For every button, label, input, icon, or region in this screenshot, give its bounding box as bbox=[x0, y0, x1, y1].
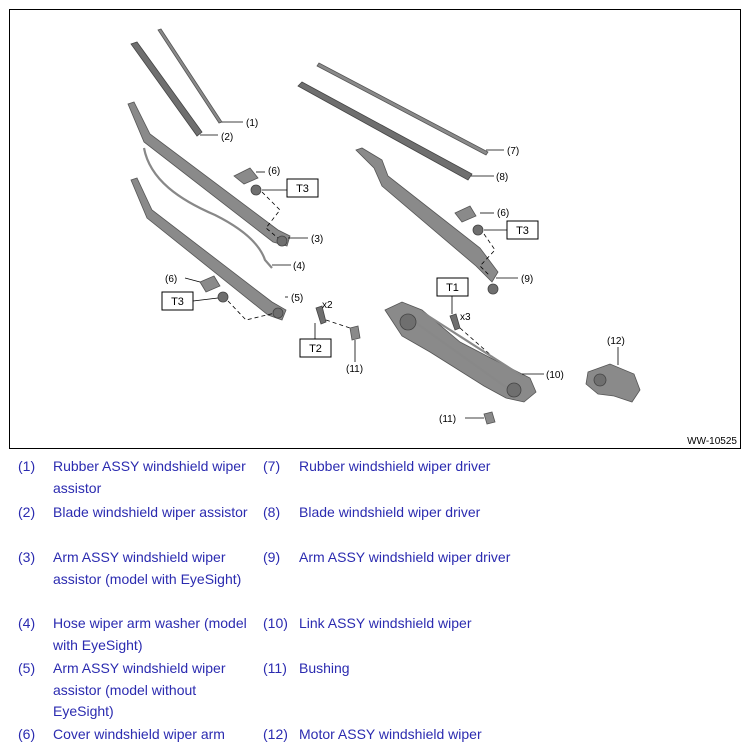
legend-num: (2) bbox=[18, 504, 36, 520]
legend-num: (1) bbox=[18, 458, 36, 474]
torque-label-t1: T1 bbox=[446, 282, 459, 294]
legend-item-12: (12) Motor ASSY windshield wiper bbox=[263, 724, 523, 746]
blade-driver-part bbox=[297, 81, 473, 181]
callout-6b: (6) bbox=[165, 274, 177, 285]
callout-12: (12) bbox=[607, 336, 625, 347]
legend-num: (4) bbox=[18, 615, 36, 631]
diagram-drawing: (1) (2) (3) (4) (5) (6) T3 (6) T3 bbox=[127, 28, 641, 425]
rubber-driver-part bbox=[316, 62, 489, 156]
bolt-t1 bbox=[449, 313, 461, 331]
legend-item-11: (11) Bushing bbox=[263, 658, 523, 724]
callout-2: (2) bbox=[221, 132, 233, 143]
legend-item-5: (5) Arm ASSY windshield wiper assistor (… bbox=[18, 658, 258, 724]
legend-item-8: (8) Blade windshield wiper driver bbox=[263, 502, 523, 547]
legend-text: Rubber ASSY windshield wiper assistor bbox=[53, 458, 246, 496]
callout-10: (10) bbox=[546, 370, 564, 381]
legend-num: (7) bbox=[263, 458, 281, 474]
torque-label-t3-a: T3 bbox=[296, 183, 309, 195]
legend-item-7: (7) Rubber windshield wiper driver bbox=[263, 456, 523, 502]
torque-box-t1 bbox=[436, 277, 469, 297]
callout-11b: (11) bbox=[439, 414, 456, 425]
legend-column-right: (7) Rubber windshield wiper driver (8) B… bbox=[263, 456, 523, 746]
legend-item-1: (1) Rubber ASSY windshield wiper assisto… bbox=[18, 456, 258, 502]
legend-num: (5) bbox=[18, 660, 36, 676]
motor-assy-part bbox=[585, 363, 641, 403]
legend-text: Motor ASSY windshield wiper bbox=[299, 726, 482, 742]
torque-box-t3-a bbox=[286, 178, 319, 198]
legend-text: Bushing bbox=[299, 660, 350, 676]
callout-4: (4) bbox=[293, 261, 305, 272]
nut-t3-a bbox=[250, 184, 262, 196]
legend-item-3: (3) Arm ASSY windshield wiper assistor (… bbox=[18, 547, 258, 613]
callout-11a: (11) bbox=[346, 364, 363, 375]
callout-5: (5) bbox=[291, 293, 303, 304]
callout-3: (3) bbox=[311, 234, 323, 245]
legend-text: Blade windshield wiper assistor bbox=[53, 504, 248, 520]
callout-6c: (6) bbox=[497, 208, 509, 219]
legend-num: (9) bbox=[263, 549, 281, 565]
torque-box-t2 bbox=[299, 338, 332, 358]
legend-num: (11) bbox=[263, 660, 287, 676]
legend-text: Hose wiper arm washer (model with EyeSig… bbox=[53, 615, 247, 653]
legend-item-10: (10) Link ASSY windshield wiper bbox=[263, 613, 523, 658]
legend-item-4: (4) Hose wiper arm washer (model with Ey… bbox=[18, 613, 258, 658]
callout-1: (1) bbox=[246, 118, 258, 129]
rubber-assistor-part bbox=[157, 28, 223, 124]
hose-washer-part bbox=[142, 147, 273, 269]
arm-assistor-eyesight-part bbox=[127, 101, 291, 247]
blade-assistor-part bbox=[130, 41, 203, 137]
bushing-part-a bbox=[349, 325, 361, 341]
legend-item-9: (9) Arm ASSY windshield wiper driver bbox=[263, 547, 523, 613]
torque-label-t3-c: T3 bbox=[516, 225, 529, 237]
legend-text: Rubber windshield wiper driver bbox=[299, 458, 491, 474]
bolt-t2 bbox=[315, 305, 327, 325]
legend-text: Arm ASSY windshield wiper driver bbox=[299, 549, 511, 565]
legend-column-left: (1) Rubber ASSY windshield wiper assisto… bbox=[18, 456, 258, 746]
legend-item-6: (6) Cover windshield wiper arm bbox=[18, 724, 258, 746]
torque-label-t3-b: T3 bbox=[171, 296, 184, 308]
qty-x3: x3 bbox=[460, 312, 471, 323]
exploded-diagram: (1) (2) (3) (4) (5) (6) T3 (6) T3 bbox=[9, 9, 741, 449]
legend-text: Arm ASSY windshield wiper assistor (mode… bbox=[53, 660, 226, 719]
legend-num: (3) bbox=[18, 549, 36, 565]
callout-7: (7) bbox=[507, 146, 519, 157]
cover-arm-part-a bbox=[233, 167, 259, 185]
cover-arm-part-b bbox=[199, 275, 221, 293]
nut-t3-c bbox=[472, 224, 484, 236]
legend-text: Arm ASSY windshield wiper assistor (mode… bbox=[53, 549, 242, 587]
callout-6a: (6) bbox=[268, 166, 280, 177]
legend-num: (10) bbox=[263, 615, 288, 631]
qty-x2: x2 bbox=[322, 300, 333, 311]
cover-arm-part-c bbox=[454, 205, 477, 223]
callout-8: (8) bbox=[496, 172, 508, 183]
legend-text: Link ASSY windshield wiper bbox=[299, 615, 472, 631]
arm-assistor-no-eyesight-part bbox=[130, 177, 287, 321]
torque-label-t2: T2 bbox=[309, 343, 322, 355]
legend-num: (6) bbox=[18, 726, 36, 742]
legend-num: (12) bbox=[263, 726, 288, 742]
callout-9: (9) bbox=[521, 274, 533, 285]
bushing-part-b bbox=[483, 411, 496, 425]
legend-num: (8) bbox=[263, 504, 281, 520]
legend-item-2: (2) Blade windshield wiper assistor bbox=[18, 502, 258, 547]
legend-text: Cover windshield wiper arm bbox=[53, 726, 225, 742]
figure-id: WW-10525 bbox=[687, 436, 737, 447]
legend-text: Blade windshield wiper driver bbox=[299, 504, 481, 520]
arm-driver-part bbox=[355, 147, 499, 283]
nut-t3-b bbox=[217, 291, 229, 303]
